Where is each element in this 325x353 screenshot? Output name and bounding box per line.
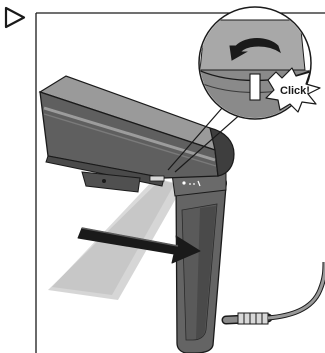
scanner-handle (172, 170, 226, 353)
click-exclamation: ! (306, 85, 310, 97)
click-label: Click (280, 85, 307, 97)
svg-text:Click!: Click! (280, 85, 310, 97)
step-triangle-icon (6, 8, 24, 27)
scanner-cable (226, 262, 325, 324)
scanner-head (40, 76, 234, 192)
